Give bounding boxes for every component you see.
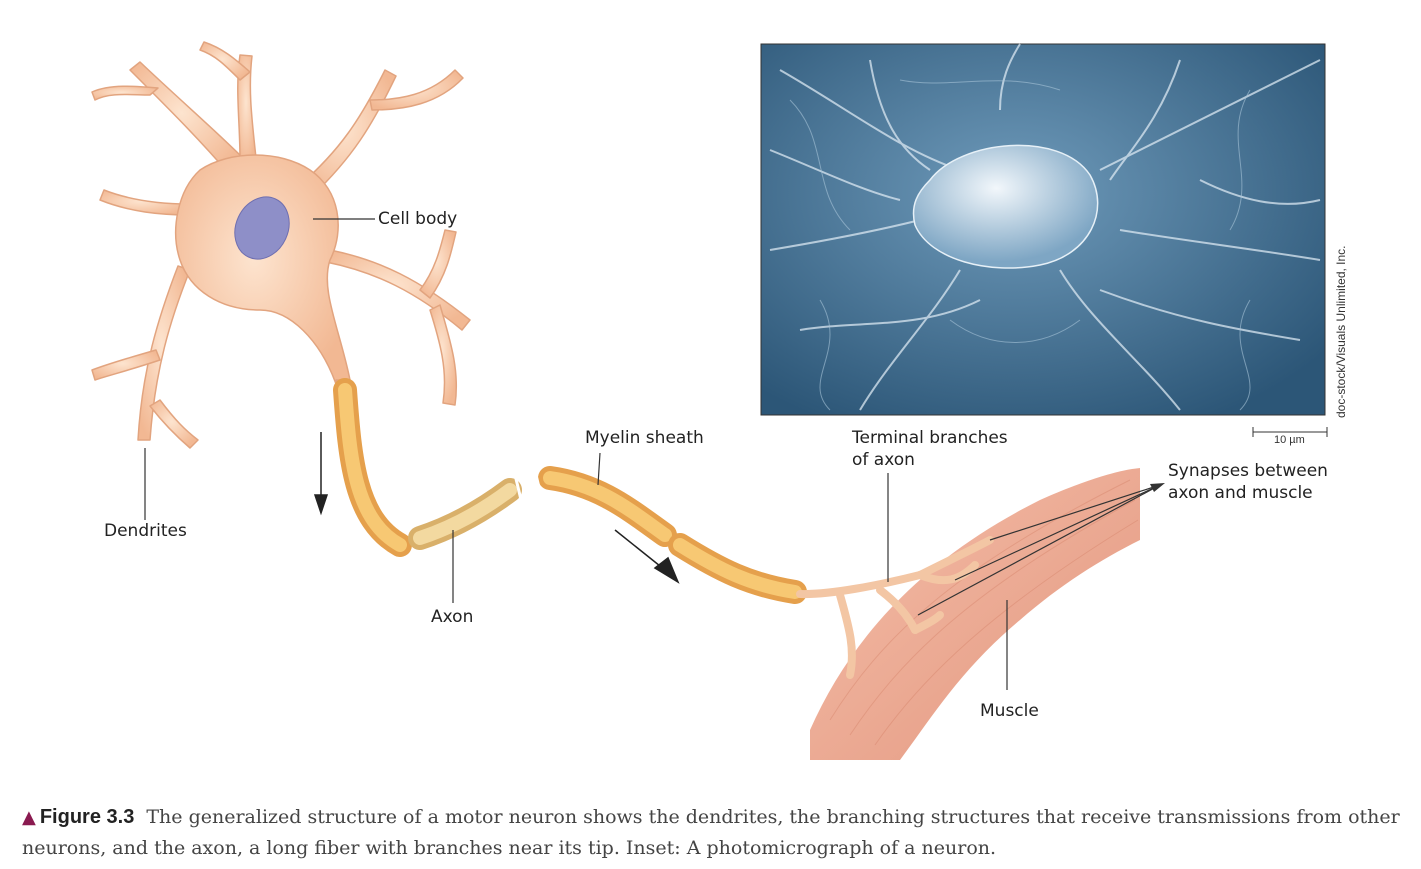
label-leader-lines xyxy=(144,218,1161,690)
neuron-diagram xyxy=(91,41,1326,760)
label-axon: Axon xyxy=(431,607,474,627)
figure-caption: ▲Figure 3.3 The generalized structure of… xyxy=(22,802,1402,864)
nucleus xyxy=(234,196,290,260)
muscle-fiber xyxy=(810,468,1140,760)
label-terminal-branches-line1: Terminal branches xyxy=(852,428,1008,448)
scale-bar xyxy=(1252,427,1328,437)
label-synapses-line1: Synapses between xyxy=(1168,461,1328,481)
micrograph-inset xyxy=(760,43,1326,416)
scale-bar-label: 10 µm xyxy=(1274,434,1305,446)
myelin-sheath xyxy=(333,378,807,604)
label-synapses-line2: axon and muscle xyxy=(1168,483,1313,503)
caption-triangle-icon: ▲ xyxy=(22,807,36,828)
label-myelin-sheath: Myelin sheath xyxy=(585,428,704,448)
label-cell-body: Cell body xyxy=(378,209,458,229)
label-synapses: Synapses between axon and muscle xyxy=(1168,460,1328,504)
caption-text: The generalized structure of a motor neu… xyxy=(22,806,1400,859)
photo-credit: doc-stock/Visuals Unlimited, Inc. xyxy=(1334,245,1348,418)
figure-number: Figure 3.3 xyxy=(39,806,135,828)
label-dendrites: Dendrites xyxy=(104,521,187,541)
axon-terminal-branches xyxy=(796,536,994,679)
synapse-leader-arrowheads xyxy=(1150,483,1165,492)
label-terminal-branches: Terminal branches of axon xyxy=(852,427,1008,471)
label-muscle: Muscle xyxy=(980,701,1039,721)
signal-direction-arrows xyxy=(313,432,680,584)
label-terminal-branches-line2: of axon xyxy=(852,450,915,470)
neuron-cell xyxy=(91,41,471,449)
